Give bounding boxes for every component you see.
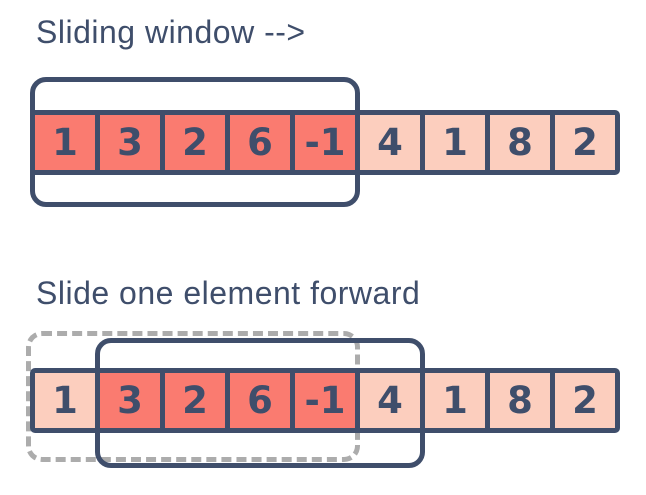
- array-cell: 6: [230, 115, 290, 170]
- array-cell: 4: [360, 373, 420, 428]
- array-cell: 3: [100, 115, 160, 170]
- sliding-window-rect: [30, 77, 360, 207]
- step1-title: Sliding window -->: [36, 14, 306, 50]
- array-cell: 8: [490, 115, 550, 170]
- array-cell: 4: [360, 115, 420, 170]
- step2-title: Slide one element forward: [36, 275, 421, 311]
- array-cell: 6: [230, 373, 290, 428]
- array-cell: 3: [100, 373, 160, 428]
- array-cell: 1: [35, 373, 95, 428]
- array-cell: 2: [555, 115, 615, 170]
- array-cell: 1: [35, 115, 95, 170]
- current-window-rect: [95, 338, 425, 468]
- array-cell: 2: [555, 373, 615, 428]
- array-cell: 8: [490, 373, 550, 428]
- array-cell: -1: [295, 115, 355, 170]
- array-cell: 2: [165, 373, 225, 428]
- array-cell: -1: [295, 373, 355, 428]
- array-cell: 1: [425, 373, 485, 428]
- array-cell: 1: [425, 115, 485, 170]
- array-cell: 2: [165, 115, 225, 170]
